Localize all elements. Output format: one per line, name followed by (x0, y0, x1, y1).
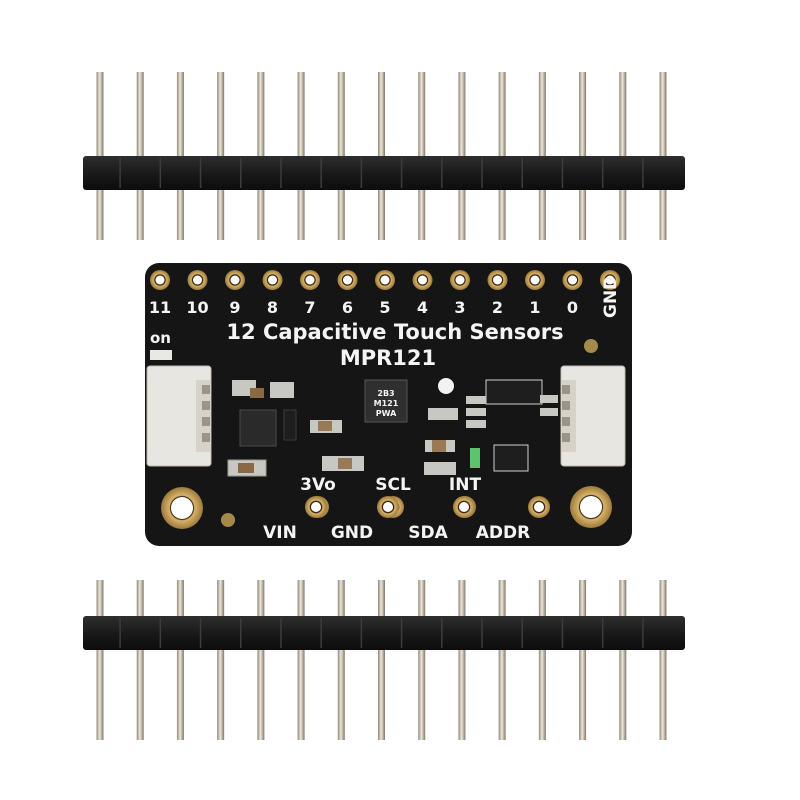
signal-pad-hole (534, 502, 544, 512)
touch-pad-hole (530, 275, 540, 285)
bottom-header-plastic (83, 616, 685, 650)
touch-pin-label-11: 11 (149, 298, 171, 317)
right-stemma-connector (560, 365, 626, 467)
top-header-plastic (83, 156, 685, 190)
status-led (470, 448, 480, 468)
bottom-header-segments (119, 618, 644, 648)
resistor-array (466, 408, 486, 416)
touch-pin-label-0: 0 (567, 298, 578, 317)
header-pin (176, 580, 184, 740)
signal-pad-hole (459, 502, 469, 512)
smd-resistor (428, 408, 458, 420)
bottom-header-pins (96, 580, 667, 740)
header-pin (659, 580, 667, 740)
touch-pin-label-2: 2 (492, 298, 503, 317)
touch-pad-hole (305, 275, 315, 285)
pin-label-int: INT (449, 475, 482, 495)
pin-label-vin: VIN (263, 523, 297, 543)
touch-pad-hole (605, 275, 615, 285)
header-pin (418, 580, 426, 740)
header-pin (337, 580, 345, 740)
top-header-segments (119, 158, 644, 188)
touch-pad-hole (268, 275, 277, 285)
touch-pad-hole (380, 275, 390, 285)
touch-pin-label-8: 8 (267, 298, 278, 317)
touch-pin-label-1: 1 (529, 298, 540, 317)
chip-marking-line3: PWA (376, 409, 397, 418)
signal-pad-hole (311, 502, 321, 512)
power-signal-pads (305, 496, 550, 518)
resistor-array (466, 396, 486, 404)
touch-pin-label-9: 9 (229, 298, 240, 317)
power-led (150, 350, 172, 360)
touch-pad-hole (455, 275, 465, 285)
touch-pad-hole (155, 275, 165, 285)
pin-label-addr: ADDR (476, 523, 530, 543)
smd-resistor (540, 408, 558, 416)
touch-pin-label-3: 3 (454, 298, 465, 317)
smd-resistor (540, 395, 558, 403)
resistor-array (466, 420, 486, 428)
smd-capacitor (338, 458, 352, 469)
touch-pad-hole (230, 275, 240, 285)
board-id-badge (438, 378, 454, 394)
gnd-top-label: GND (601, 276, 621, 318)
bottom-pin-header (83, 580, 685, 740)
pin-label-scl: SCL (375, 475, 411, 495)
header-pin (96, 580, 104, 740)
smd-capacitor (238, 463, 254, 473)
smd-capacitor (432, 440, 446, 452)
board-title: 12 Capacitive Touch Sensors (226, 320, 563, 344)
header-pin (579, 580, 587, 740)
mounting-hole-left (161, 487, 203, 529)
header-pin (498, 580, 506, 740)
level-shifter (493, 444, 529, 472)
resistor-array (485, 379, 543, 405)
chip-marking-line1: 2B3 (377, 389, 394, 398)
header-pin (378, 580, 385, 740)
voltage-regulator (232, 380, 297, 447)
touch-pin-label-5: 5 (379, 298, 390, 317)
on-label: on (150, 329, 171, 347)
fiducial (584, 339, 598, 353)
mounting-hole-right (570, 486, 612, 528)
smd-capacitor (250, 388, 264, 398)
header-pin (257, 580, 265, 740)
touch-pad-hole (343, 275, 352, 285)
touch-pin-label-4: 4 (417, 298, 428, 317)
fiducial (221, 513, 235, 527)
header-pin (619, 580, 627, 740)
touch-pad-hole (493, 275, 502, 285)
mpr121-chip: 2B3 M121 PWA (364, 379, 408, 423)
chip-marking-line2: M121 (374, 399, 399, 408)
pin-label-sda: SDA (408, 523, 448, 543)
smd-capacitor (318, 421, 332, 431)
signal-pad-hole (383, 502, 393, 512)
pin-label-3vo: 3Vo (300, 475, 336, 495)
pin-label-gnd: GND (331, 523, 373, 543)
touch-pin-label-7: 7 (304, 298, 315, 317)
header-pin (297, 580, 305, 740)
smd-resistor (424, 462, 456, 475)
touch-pin-label-6: 6 (342, 298, 353, 317)
touch-pad-hole (418, 275, 427, 285)
header-pin (458, 580, 466, 740)
header-pin (538, 580, 546, 740)
header-pin (136, 580, 144, 740)
top-pin-header (83, 72, 685, 240)
touch-pin-label-10: 10 (186, 298, 208, 317)
touch-pad-hole (193, 275, 202, 285)
touch-pad-hole (568, 275, 577, 285)
touch-pin-pads (150, 270, 620, 290)
chip-name-label: MPR121 (340, 346, 436, 370)
left-stemma-connector (146, 365, 212, 467)
header-pin (217, 580, 225, 740)
